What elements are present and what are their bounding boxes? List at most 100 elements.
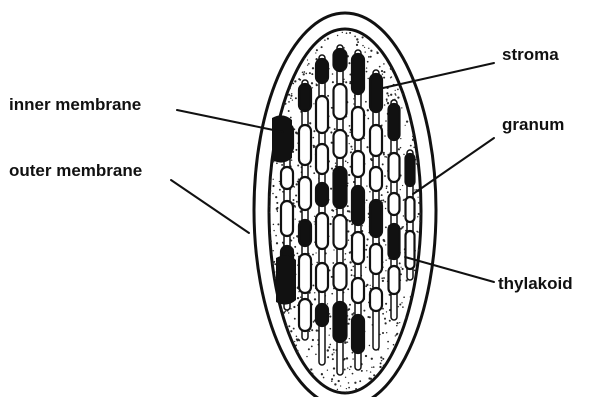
stroma-dot [302,389,304,391]
stroma-dot [365,355,367,357]
stroma-dot [400,43,402,45]
thylakoid-disc [334,215,347,249]
stroma-dot [311,73,313,75]
thylakoid-disc [316,144,328,174]
thylakoid-disc [299,220,311,246]
thylakoid-disc [316,59,328,83]
stroma-dot [359,380,361,382]
stroma-dot [371,358,373,360]
stroma-dot [271,387,273,389]
stroma-dot [313,172,315,174]
thylakoid-highlight [276,255,296,304]
stroma-dot [383,77,385,79]
stroma-dot [383,71,385,73]
thylakoid-disc [406,231,415,269]
stroma-dot [314,216,315,217]
stroma-dot [380,356,382,358]
stroma-dot [288,110,290,112]
stroma-dot [340,385,341,386]
stroma-dot [329,344,331,346]
stroma-dot [278,362,280,364]
stroma-dot [284,35,286,37]
stroma-dot [280,49,282,51]
stroma-dot [330,188,332,190]
stroma-dot [298,390,300,392]
stroma-dot [314,221,315,222]
stroma-dot [416,340,417,341]
stroma-dot [302,71,304,73]
stroma-dot [269,52,271,54]
stroma-dot [379,66,381,68]
stroma-dot [312,67,314,69]
stroma-dot [332,210,334,212]
stroma-dot [269,232,271,234]
stroma-dot [347,342,348,343]
stroma-dot [278,363,280,365]
stroma-dot [290,95,292,97]
stroma-dot [344,259,345,260]
stroma-dot [366,67,367,68]
stroma-dot [363,310,365,312]
stroma-dot [272,381,274,383]
stroma-dot [412,357,414,359]
stroma-dot [338,380,340,382]
stroma-dot [384,175,386,177]
stroma-dot [383,277,385,279]
stroma-dot [366,146,368,148]
stroma-dot [382,313,384,315]
stroma-dot [333,367,335,369]
stroma-dot [274,359,276,361]
stroma-dot [385,208,386,209]
stroma-dot [382,199,384,201]
stroma-dot [373,374,375,376]
thylakoid-disc [352,232,364,264]
stroma-dot [370,56,372,58]
stroma-dot [381,360,383,362]
stroma-dot [401,376,403,378]
stroma-dot [330,131,332,133]
stroma-dot [329,223,331,225]
stroma-dot [410,296,412,298]
thylakoid-disc [316,213,328,249]
stroma-dot [352,358,354,360]
stroma-dot [367,109,369,111]
stroma-dot [295,80,296,81]
stroma-dot [311,345,313,347]
thylakoid-disc [370,74,382,112]
stroma-dot [373,366,375,368]
stroma-dot [412,136,414,138]
stroma-dot [296,29,297,30]
thylakoid-disc [316,263,328,292]
stroma-dot [367,61,369,63]
stroma-dot [312,284,314,286]
stroma-dot [386,100,388,102]
stroma-dot [347,205,349,207]
stroma-dot [297,350,299,352]
stroma-dot [416,58,418,60]
stroma-dot [395,94,396,95]
stroma-dot [346,391,348,393]
stroma-dot [285,311,287,313]
stroma-dot [276,208,278,210]
stroma-dot [270,82,272,84]
stroma-dot [357,41,359,43]
stroma-dot [278,39,280,41]
stroma-dot [390,68,392,70]
stroma-dot [334,383,336,385]
stroma-dot [398,306,399,307]
stroma-dot [349,338,350,339]
stroma-dot [312,339,314,341]
stroma-dot [300,296,302,298]
stroma-dot [311,82,313,84]
stroma-dot [288,312,289,313]
stroma-dot [366,71,368,73]
thylakoid-disc [352,54,364,94]
stroma-dot [272,30,274,32]
stroma-dot [269,46,271,48]
stroma-dot [362,45,363,46]
stroma-dot [412,52,414,54]
stroma-dot [388,389,389,390]
stroma-dot [416,163,418,165]
stroma-dot [345,160,347,162]
stroma-dot [290,88,291,89]
